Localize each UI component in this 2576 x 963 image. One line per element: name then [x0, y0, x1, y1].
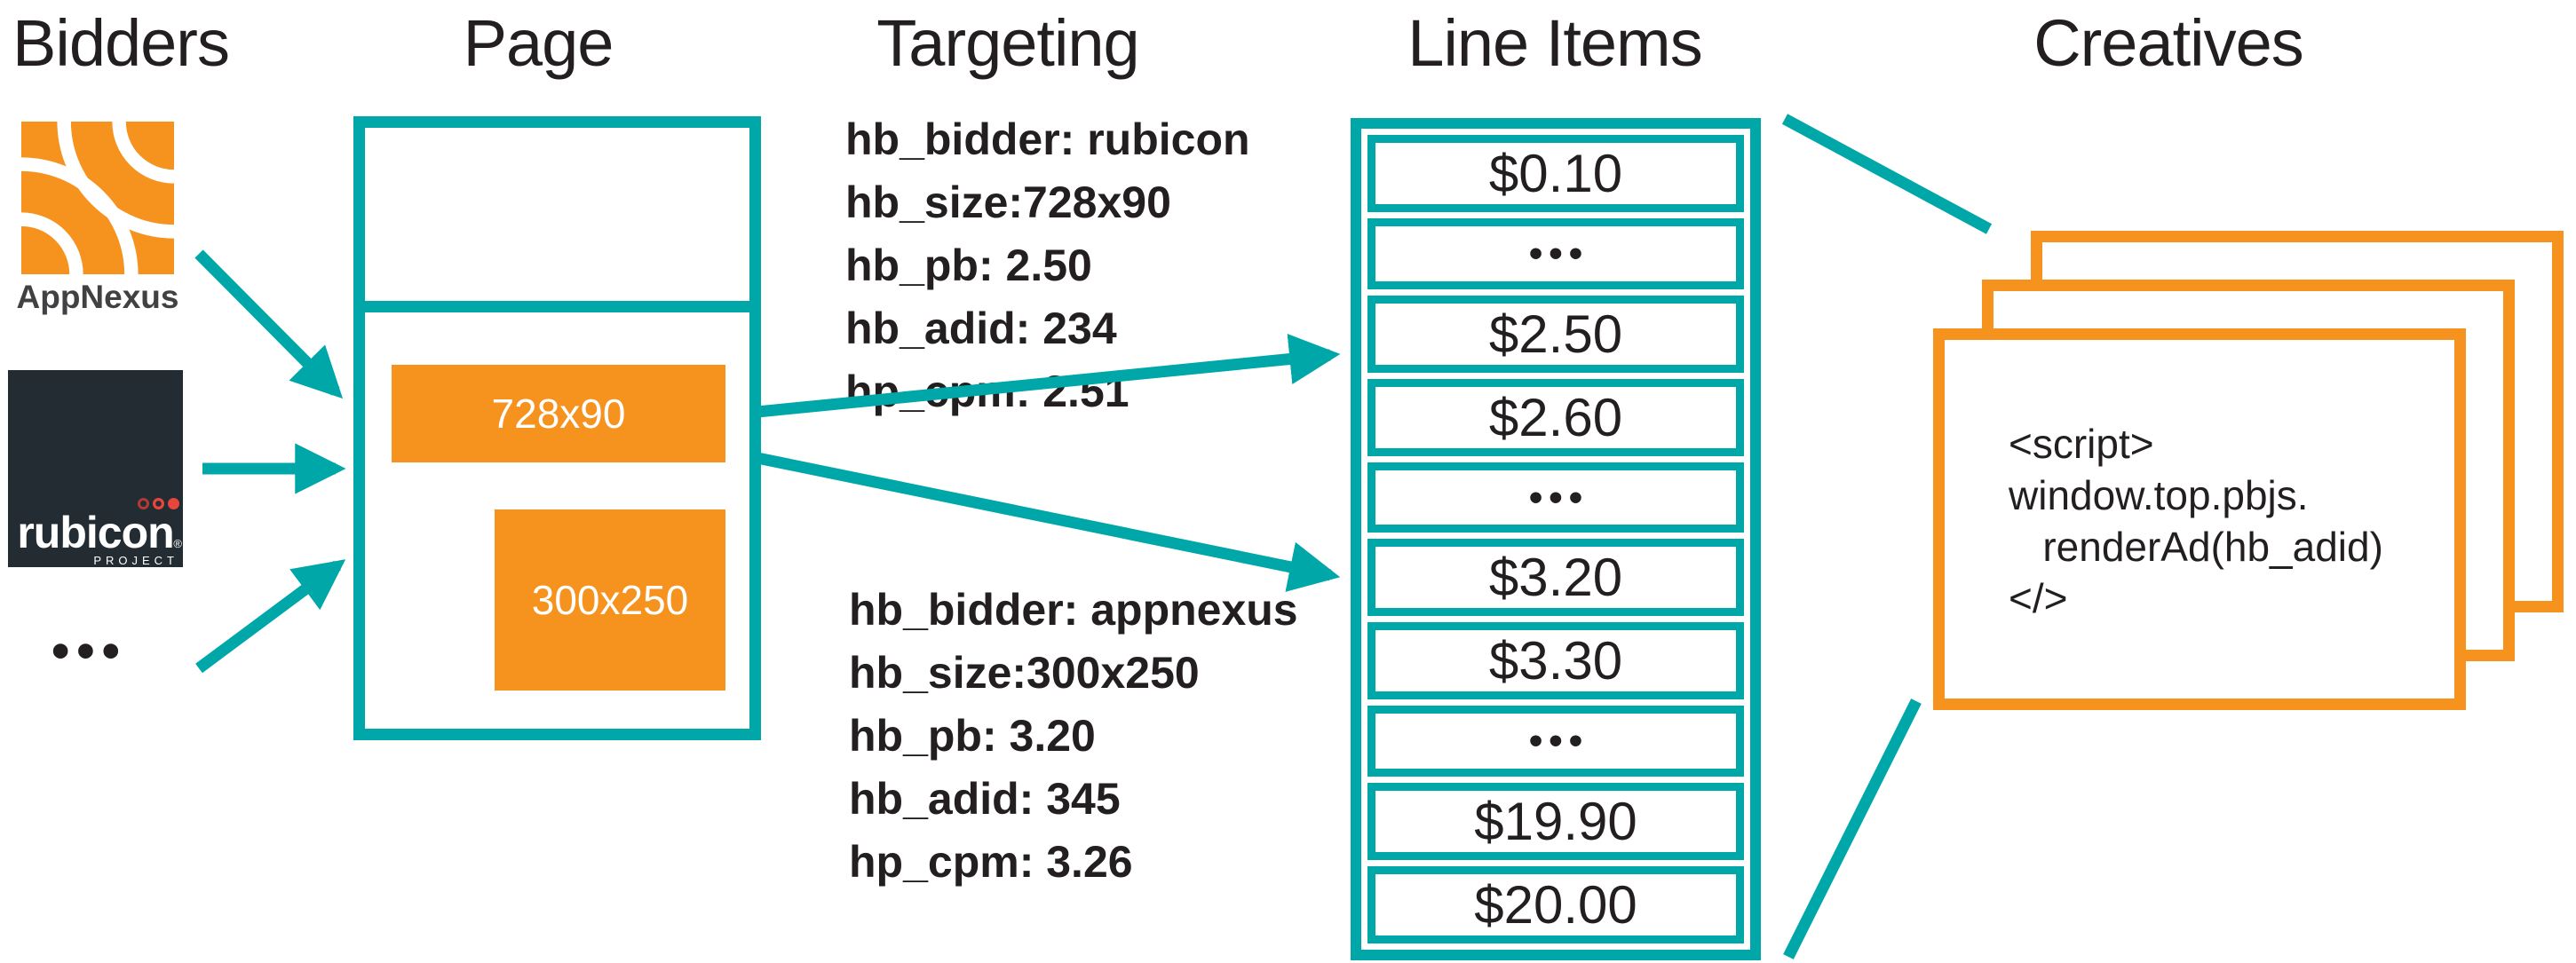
creative-card-front: <script> window.top.pbjs. renderAd(hb_ad…	[1933, 328, 2466, 710]
line-item-row: $3.20	[1367, 539, 1744, 617]
rubicon-logo-dots-icon	[138, 498, 179, 509]
rubicon-logo: rubicon ® PROJECT	[8, 370, 183, 567]
rubicon-subtitle: PROJECT	[93, 554, 178, 567]
appnexus-bidder-label: AppNexus	[16, 279, 179, 315]
line-items-to-creatives-bottom-line	[1783, 699, 1922, 959]
creative-script-code: <script> window.top.pbjs. renderAd(hb_ad…	[2009, 421, 2383, 621]
line-items-table: $0.10 ••• $2.50 $2.60 ••• $3.20 $3.30 ••…	[1351, 118, 1761, 960]
line-item-row: $20.00	[1367, 866, 1744, 944]
arrow-more-bidders-to-page	[195, 559, 346, 674]
line-item-row: $2.50	[1367, 295, 1744, 373]
line-item-row-ellipsis: •••	[1367, 706, 1744, 778]
targeting-kv-rubicon: hb_bidder: rubicon hb_size:728x90 hb_pb:…	[845, 114, 1250, 416]
ad-slot-300x250: 300x250	[495, 509, 725, 691]
rubicon-wordmark: rubicon	[17, 508, 174, 557]
bidders-column-header: Bidders	[12, 6, 230, 80]
page-column-header: Page	[463, 6, 614, 80]
line-items-column-header: Line Items	[1407, 6, 1702, 80]
rubicon-dot-solid-icon	[168, 498, 179, 509]
creatives-column-header: Creatives	[2033, 6, 2304, 80]
more-bidders-ellipsis: •••	[52, 622, 127, 680]
rubicon-dot-donut-icon	[153, 498, 164, 509]
ad-slot-728x90: 728x90	[392, 365, 725, 462]
line-item-row: $3.30	[1367, 622, 1744, 700]
line-item-row-ellipsis: •••	[1367, 462, 1744, 533]
arrow-appnexus-to-page	[194, 249, 344, 399]
line-items-to-creatives-top-line	[1781, 114, 1993, 234]
arrow-page-to-line-item-320	[756, 452, 1341, 592]
appnexus-logo-icon	[20, 122, 175, 274]
line-item-row: $0.10	[1367, 135, 1744, 212]
line-item-row: $19.90	[1367, 783, 1744, 861]
line-item-row-ellipsis: •••	[1367, 218, 1744, 289]
targeting-column-header: Targeting	[876, 6, 1139, 80]
rubicon-registered-mark: ®	[173, 537, 182, 550]
targeting-kv-appnexus: hb_bidder: appnexus hb_size:300x250 hb_p…	[849, 585, 1298, 887]
rubicon-dot-outline-icon	[138, 498, 149, 509]
line-item-row: $2.60	[1367, 378, 1744, 456]
page-divider-line	[353, 301, 761, 312]
